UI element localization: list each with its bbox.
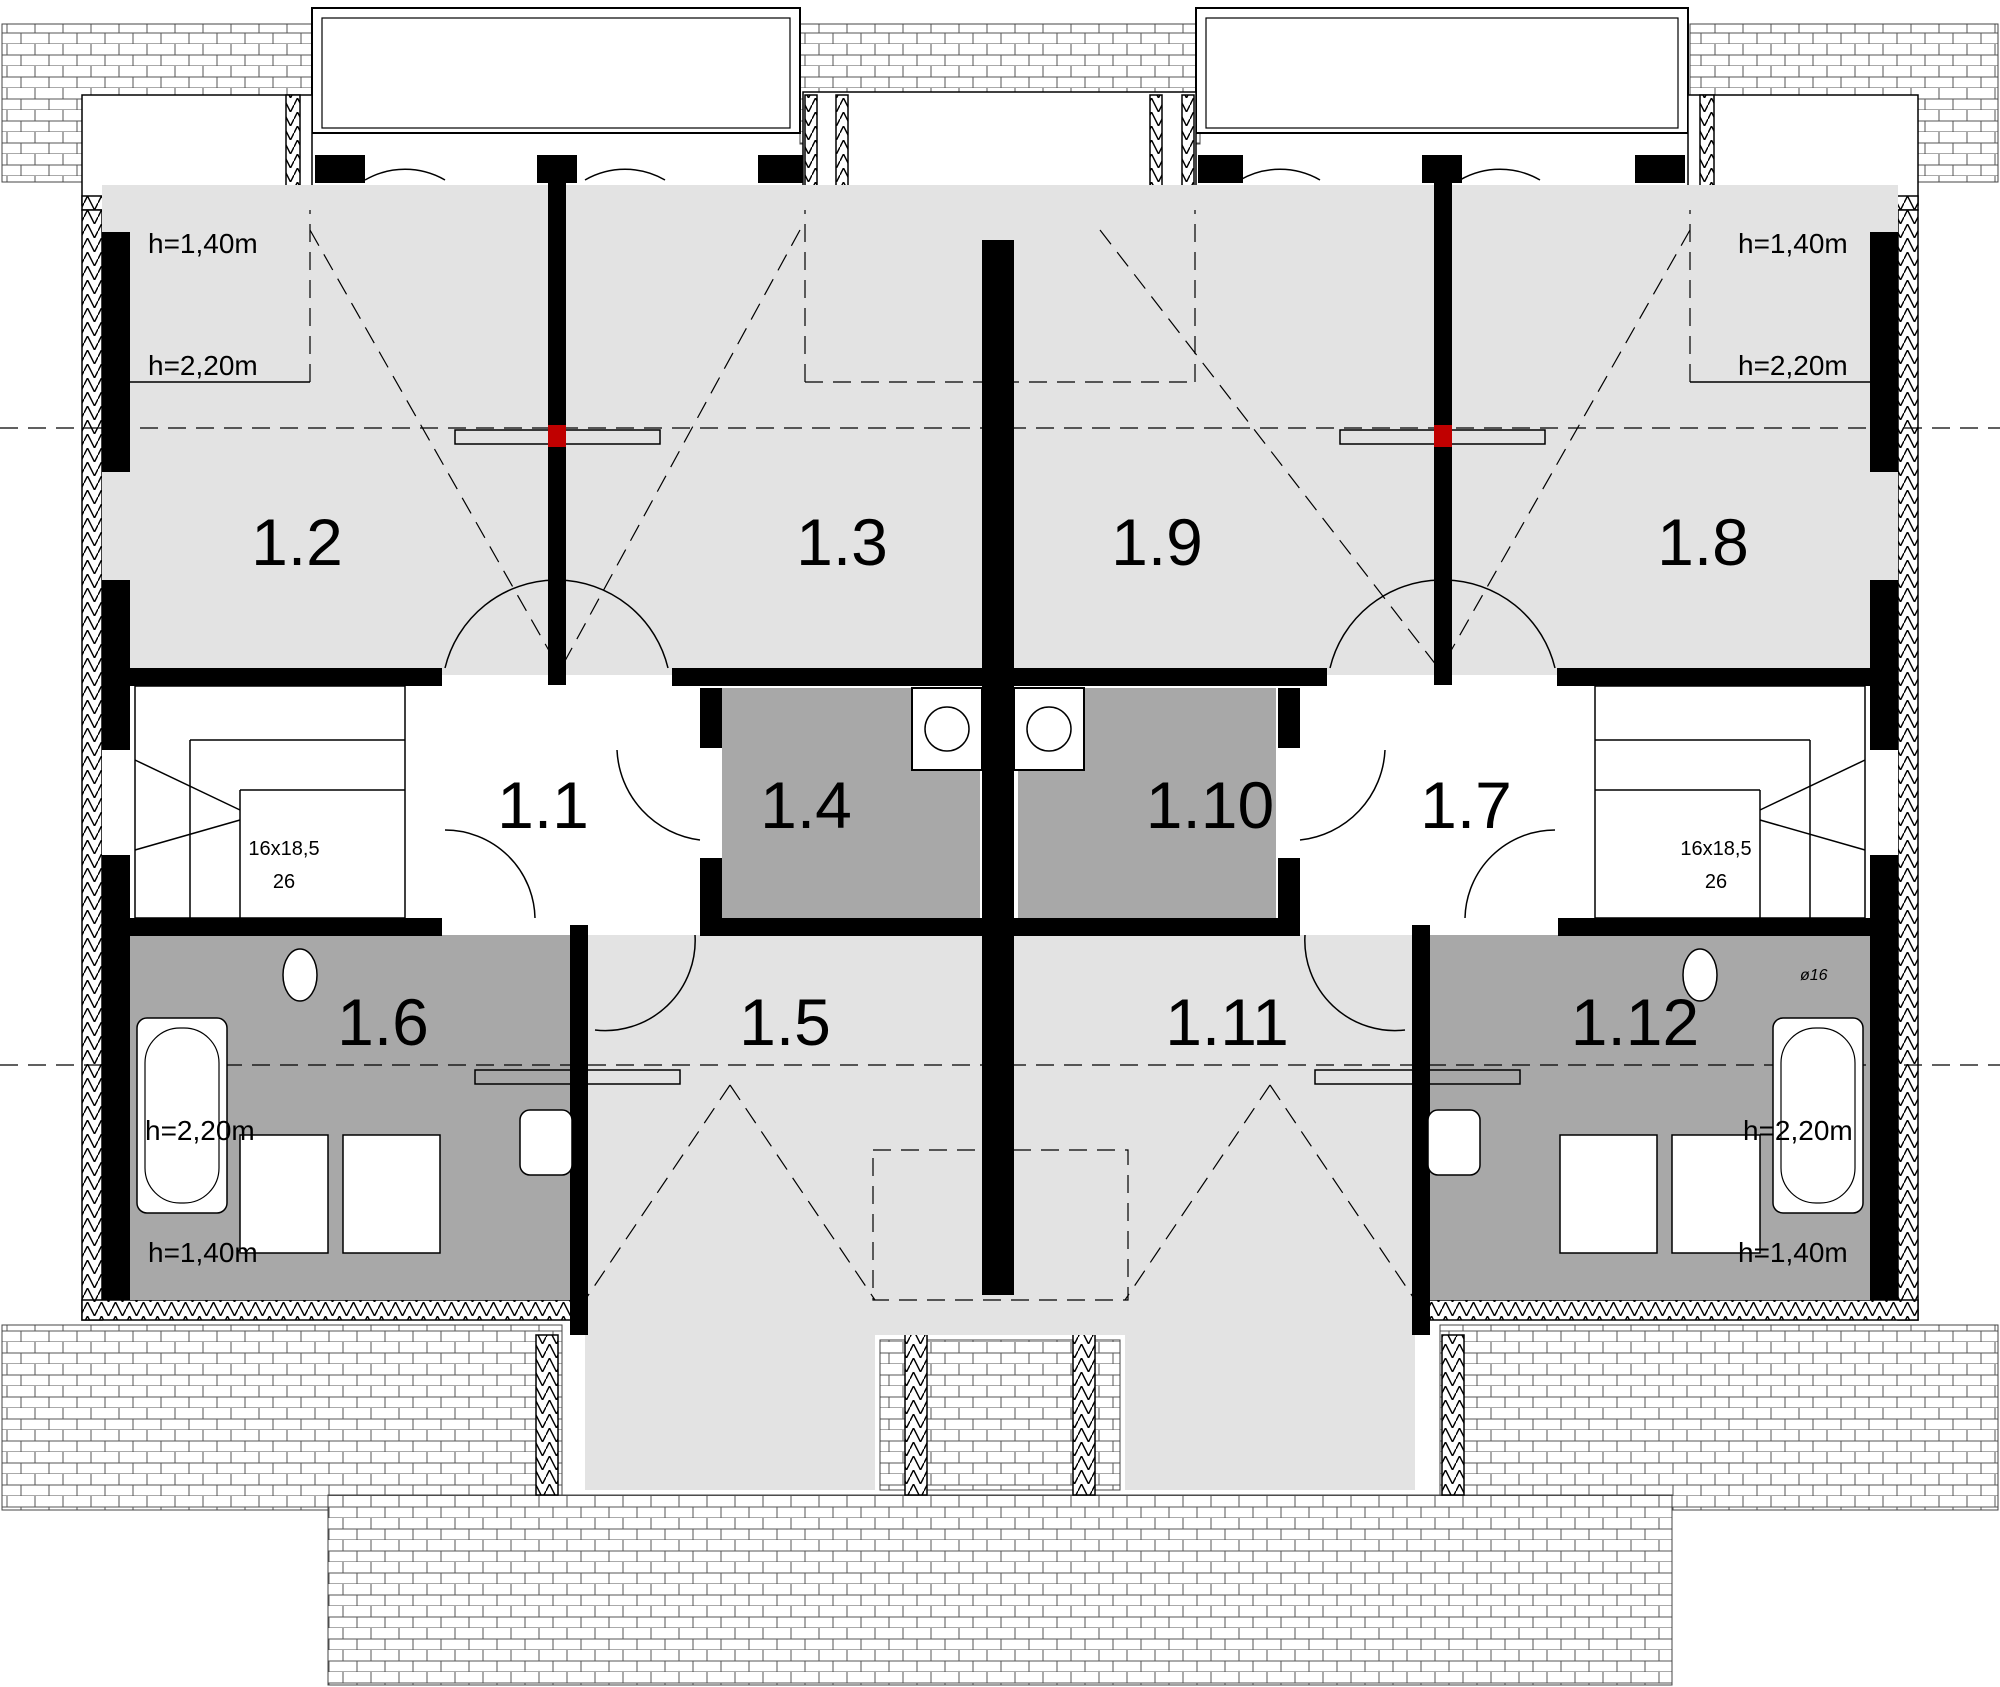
room-labels: 1.2 1.3 1.9 1.8 1.1 1.4 1.10 1.7 1.6 1.5… — [251, 505, 1749, 1059]
height-label: h=1,40m — [148, 1237, 258, 1268]
stairs-left — [134, 685, 406, 919]
height-label: h=2,20m — [1738, 350, 1848, 381]
stair-labels: 16x18,5 26 16x18,5 26 ø16 — [248, 838, 1827, 984]
room-label: 1.12 — [1571, 985, 1699, 1059]
room-label: 1.8 — [1657, 505, 1749, 579]
stair-count-label: 26 — [1705, 871, 1727, 893]
structural-walls — [102, 155, 1898, 1335]
room-label: 1.9 — [1111, 505, 1203, 579]
pipe-label: ø16 — [1800, 967, 1828, 984]
height-label: h=1,40m — [148, 228, 258, 259]
stair-count-label: 26 — [273, 871, 295, 893]
height-label: h=1,40m — [1738, 1237, 1848, 1268]
stair-dims-label: 16x18,5 — [1680, 838, 1751, 860]
room-label: 1.10 — [1146, 768, 1274, 842]
stair-dims-label: 16x18,5 — [248, 838, 319, 860]
height-label: h=2,20m — [145, 1115, 255, 1146]
room-label: 1.5 — [739, 985, 831, 1059]
bathroom-fixtures-right — [1427, 948, 1864, 1254]
room-label: 1.4 — [760, 768, 852, 842]
chimney-flues — [911, 687, 1085, 771]
door-swings — [364, 168, 1556, 1032]
room-label: 1.7 — [1420, 768, 1512, 842]
room-label: 1.1 — [497, 768, 589, 842]
roof-windows — [311, 7, 1689, 134]
height-labels: h=1,40m h=2,20m h=1,40m h=2,20m h=2,20m … — [145, 228, 1853, 1268]
height-label: h=1,40m — [1738, 228, 1848, 259]
height-label: h=2,20m — [148, 350, 258, 381]
room-label: 1.3 — [796, 505, 888, 579]
stairs-right — [1594, 685, 1866, 919]
room-label: 1.6 — [337, 985, 429, 1059]
bathroom-fixtures-left — [136, 948, 573, 1254]
room-label: 1.11 — [1165, 985, 1289, 1059]
height-label: h=2,20m — [1743, 1115, 1853, 1146]
room-label: 1.2 — [251, 505, 343, 579]
